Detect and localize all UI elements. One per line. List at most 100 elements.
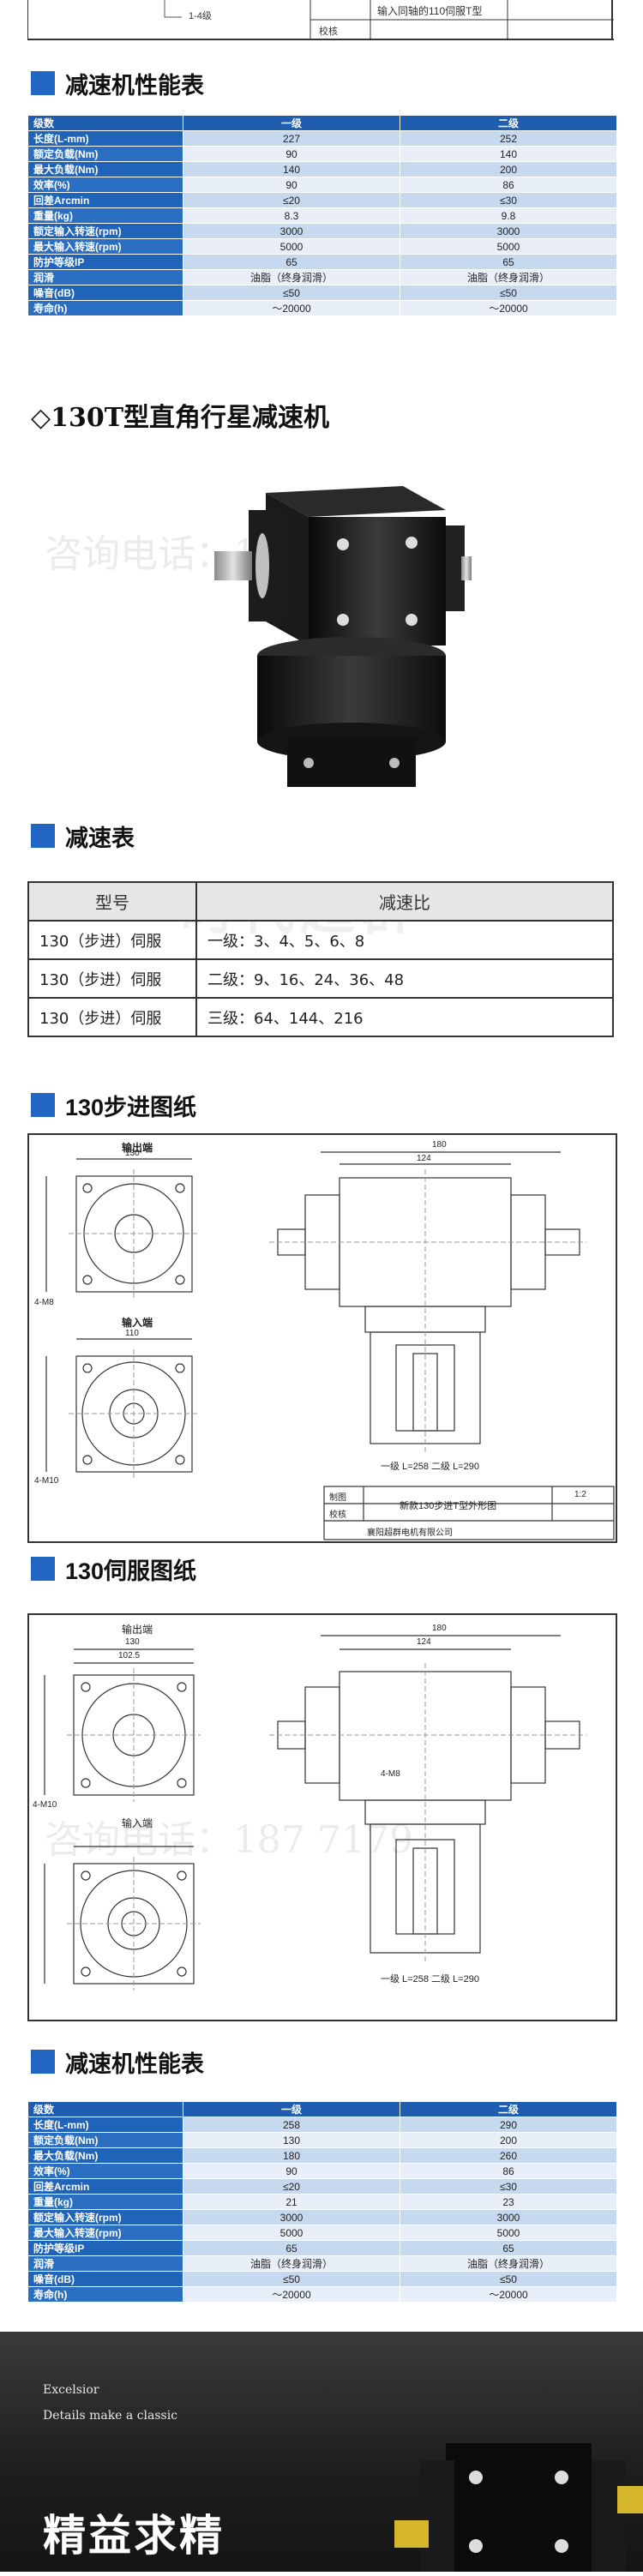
ratio-model: 130（步进）伺服: [27, 958, 197, 999]
ratio-values: 二级：9、16、24、36、48: [195, 958, 614, 999]
header-cell-value: 二级: [400, 115, 617, 131]
row-label: 润滑: [27, 2255, 183, 2272]
row-label: 回差Arcmin: [27, 192, 183, 208]
row-label: 最大负载(Nm): [27, 161, 183, 177]
row-value: 227: [183, 130, 400, 147]
section-perf2: 减速机性能表: [31, 2047, 204, 2077]
row-label: 效率(%): [27, 2163, 183, 2179]
row-label: 长度(L-mm): [27, 130, 183, 147]
top-note: 输入同轴的110伺服T型: [377, 5, 483, 17]
row-label: 额定负载(Nm): [27, 2132, 183, 2148]
title-block-row: 制图: [329, 1493, 346, 1503]
row-label: 长度(L-mm): [27, 2117, 183, 2133]
row-value: 5000: [400, 2225, 617, 2241]
dim-label: 130: [125, 1149, 140, 1158]
row-value: 油脂（终身润滑）: [400, 2255, 617, 2272]
row-label: 防护等级IP: [27, 2240, 183, 2256]
row-value: 3000: [183, 2209, 400, 2225]
top-label-a: 1-4级: [189, 11, 212, 21]
row-label: 润滑: [27, 269, 183, 285]
row-value: 65: [400, 2240, 617, 2256]
row-value: 21: [183, 2194, 400, 2210]
title-block-name: 新款130步进T型外形图: [400, 1501, 497, 1511]
row-value: 65: [183, 2240, 400, 2256]
table-row: 润滑油脂（终身润滑）油脂（终身润滑）: [27, 2255, 617, 2272]
dim-label: 110: [125, 1329, 139, 1338]
row-value: ≤20: [183, 2178, 400, 2195]
row-value: 86: [400, 177, 617, 193]
table-header-row: 级数一级二级: [27, 115, 617, 131]
row-value: ～20000: [400, 300, 617, 316]
section-servo: 130伺服图纸: [31, 1554, 196, 1584]
row-value: 油脂（终身润滑）: [183, 2255, 400, 2272]
row-value: 3000: [183, 223, 400, 239]
footer-headline: 精益求精: [43, 2512, 225, 2560]
row-label: 噪音(dB): [27, 285, 183, 301]
section-square-icon: [31, 1093, 55, 1117]
title-block-row: 校核: [329, 1510, 346, 1520]
row-label: 寿命(h): [27, 2286, 183, 2303]
section-title: 减速机性能表: [65, 2051, 204, 2077]
section-perf1: 减速机性能表: [31, 69, 204, 99]
gearbox-illustration: [214, 486, 472, 787]
table-row: 噪音(dB)≤50≤50: [27, 285, 617, 301]
row-value: 200: [400, 161, 617, 177]
table-row: 寿命(h)～20000～20000: [27, 2286, 617, 2303]
input-label: 输入端: [122, 1817, 153, 1829]
section-title: 130步进图纸: [65, 1094, 197, 1120]
output-label: 输出端: [122, 1624, 153, 1636]
stepper-drawing-lines: [45, 1151, 615, 1540]
table-header-row: 级数一级二级: [27, 2101, 617, 2117]
row-value: ≤50: [400, 285, 617, 301]
row-value: 260: [400, 2147, 617, 2164]
row-value: 130: [183, 2132, 400, 2148]
row-label: 防护等级IP: [27, 254, 183, 270]
ratio-model: 130（步进）伺服: [27, 997, 197, 1037]
row-label: 重量(kg): [27, 207, 183, 224]
row-value: 23: [400, 2194, 617, 2210]
section-title: 减速表: [65, 825, 135, 851]
row-value: 140: [183, 161, 400, 177]
table-row: 润滑油脂（终身润滑）油脂（终身润滑）: [27, 269, 617, 285]
row-value: 油脂（终身润滑）: [400, 269, 617, 285]
section-stepper: 130步进图纸: [31, 1090, 196, 1120]
row-value: 65: [183, 254, 400, 270]
gearbox-illustration: [394, 2443, 643, 2572]
row-value: 5000: [400, 238, 617, 255]
row-label: 最大输入转速(rpm): [27, 238, 183, 255]
dim-label: 102.5: [118, 1651, 141, 1660]
table-row: 130（步进）伺服 一级：3、4、5、6、8: [27, 920, 614, 960]
row-label: 噪音(dB): [27, 2271, 183, 2287]
row-value: 90: [183, 177, 400, 193]
stage-note: 一级 L=258 二级 L=290: [381, 1462, 479, 1472]
bolt-label: 4-M8: [381, 1769, 400, 1779]
table-row: 噪音(dB)≤50≤50: [27, 2271, 617, 2287]
row-label: 最大负载(Nm): [27, 2147, 183, 2164]
section-square-icon: [31, 71, 55, 95]
output-label: 输出端: [122, 1142, 153, 1154]
row-value: ≤20: [183, 192, 400, 208]
product-title: ◇130T型直角行星减速机: [31, 403, 330, 433]
row-value: 油脂（终身润滑）: [183, 269, 400, 285]
row-value: 86: [400, 2163, 617, 2179]
row-label: 额定输入转速(rpm): [27, 223, 183, 239]
product-image: [214, 476, 472, 793]
bolt-label: 4-M10: [33, 1800, 57, 1810]
section-ratio: 减速表: [31, 821, 135, 851]
input-label: 输入端: [122, 1317, 153, 1329]
row-value: 90: [183, 2163, 400, 2179]
ratio-table: 型号 减速比 130（步进）伺服 一级：3、4、5、6、8 130（步进）伺服 …: [27, 881, 614, 1037]
header-cell-value: 一级: [183, 115, 400, 131]
ratio-model: 130（步进）伺服: [27, 920, 197, 960]
top-label-b: 校核: [319, 27, 338, 37]
